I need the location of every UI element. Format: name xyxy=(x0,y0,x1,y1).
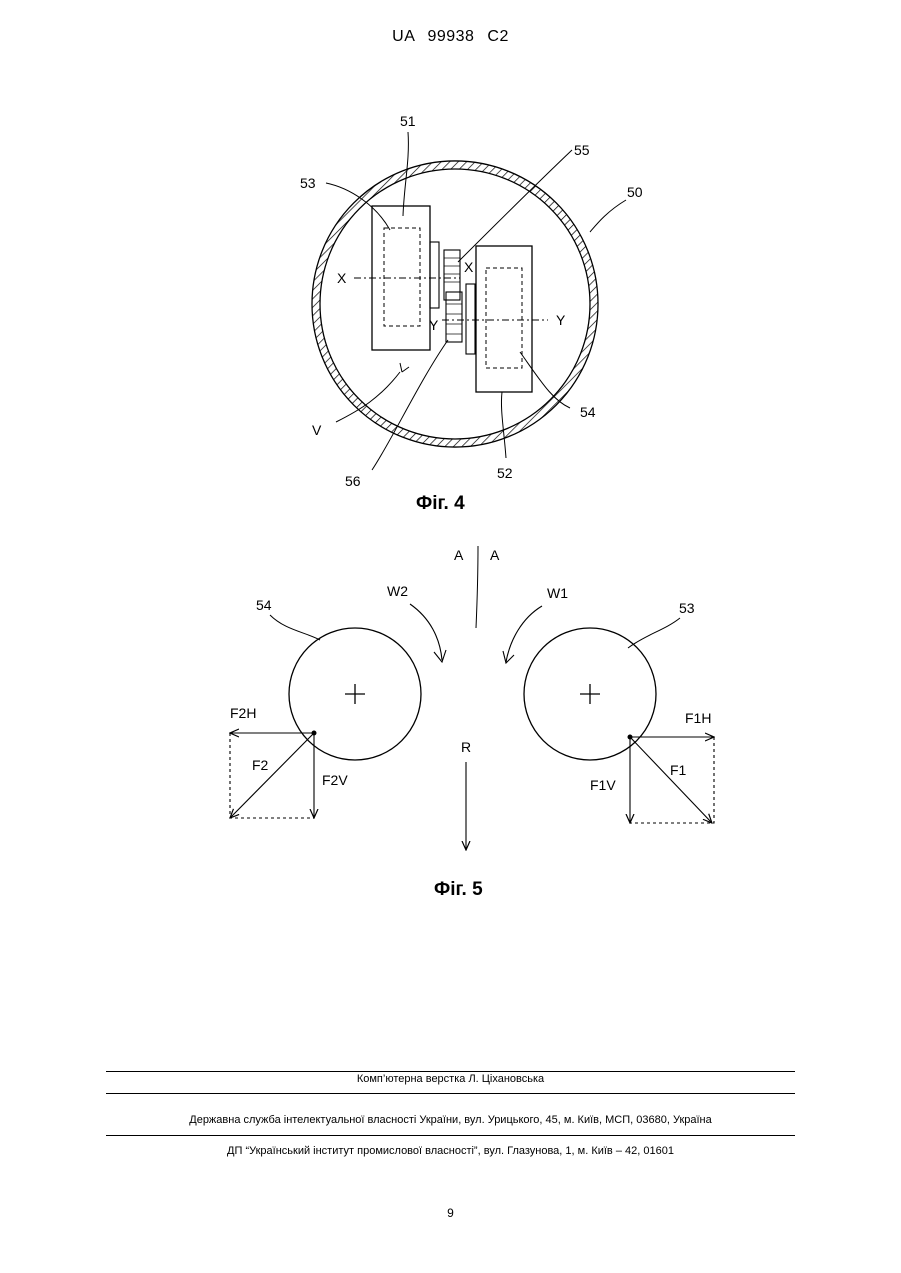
label-50: 50 xyxy=(627,184,643,200)
figure-4: 51 53 55 50 X X Y Y V 54 52 56 Фіг. 4 xyxy=(300,113,643,514)
label-52: 52 xyxy=(497,465,513,481)
label-55: 55 xyxy=(574,142,590,158)
label-y-right: Y xyxy=(556,312,566,328)
figure-4-caption: Фіг. 4 xyxy=(416,493,465,514)
footer-service: Державна служба інтелектуальної власност… xyxy=(106,1114,795,1126)
label-f1v: F1V xyxy=(590,777,616,793)
shaft-block-left xyxy=(430,242,439,308)
label-51: 51 xyxy=(400,113,416,129)
label-f1h: F1H xyxy=(685,710,711,726)
footer-rule-top xyxy=(106,1071,795,1072)
label-f2h: F2H xyxy=(230,705,256,721)
shaft-block-right xyxy=(466,284,475,354)
coil-54 xyxy=(486,268,522,368)
label-w2: W2 xyxy=(387,583,408,599)
footer-institute: ДП “Український інститут промислової вла… xyxy=(106,1145,795,1157)
label-f2: F2 xyxy=(252,757,269,773)
label-53-fig5: 53 xyxy=(679,600,695,616)
label-r: R xyxy=(461,739,471,755)
figure-5-caption: Фіг. 5 xyxy=(434,879,483,900)
vector-f2 xyxy=(230,733,314,818)
label-y-left: Y xyxy=(429,317,439,333)
label-f2v: F2V xyxy=(322,772,348,788)
figure-5: A A W2 W1 54 53 F2H F2 F2V xyxy=(230,546,714,900)
label-53: 53 xyxy=(300,175,316,191)
patent-figures: 51 53 55 50 X X Y Y V 54 52 56 Фіг. 4 A … xyxy=(0,0,901,930)
page-number: 9 xyxy=(0,1206,901,1220)
footer-rule-bottom xyxy=(106,1135,795,1136)
footer-rule-middle xyxy=(106,1093,795,1094)
label-54-fig5: 54 xyxy=(256,597,272,613)
label-a-right: A xyxy=(490,547,500,563)
label-v: V xyxy=(312,422,322,438)
label-54: 54 xyxy=(580,404,596,420)
label-w1: W1 xyxy=(547,585,568,601)
label-x-left: X xyxy=(337,270,347,286)
label-a-left: A xyxy=(454,547,464,563)
rotation-arrow-w1 xyxy=(506,606,542,662)
label-x-right: X xyxy=(464,259,474,275)
label-f1: F1 xyxy=(670,762,687,778)
section-line-aa xyxy=(476,546,478,628)
label-56: 56 xyxy=(345,473,361,489)
coil-53 xyxy=(384,228,420,326)
rotation-arrow-w2 xyxy=(410,604,442,660)
footer-compositor: Комп’ютерна верстка Л. Ціхановська xyxy=(106,1073,795,1085)
vector-f1 xyxy=(630,737,712,823)
